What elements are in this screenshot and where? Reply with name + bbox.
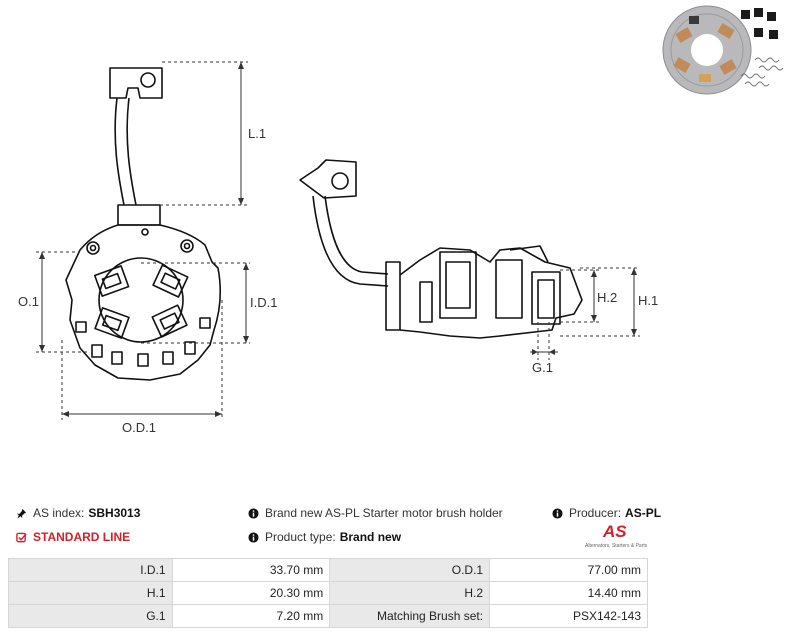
spec-label: Matching Brush set: xyxy=(329,604,491,628)
spec-value: 7.20 mm xyxy=(171,604,331,628)
spec-label: H.2 xyxy=(329,581,491,605)
standard-line-label: STANDARD LINE xyxy=(33,530,131,544)
spec-value: 33.70 mm xyxy=(171,558,331,582)
spec-value: 20.30 mm xyxy=(171,581,331,605)
producer-value: AS-PL xyxy=(625,506,662,520)
product-type-value: Brand new xyxy=(339,530,402,544)
technical-drawing: L.1 O.1 I.D.1 O.D.1 H.2 H.1 G.1 xyxy=(18,61,658,435)
info-icon xyxy=(552,507,563,519)
producer: Producer: AS-PL xyxy=(552,506,661,520)
as-index-value: SBH3013 xyxy=(88,506,141,520)
spec-value: 77.00 mm xyxy=(489,558,648,582)
dim-label-id1: I.D.1 xyxy=(250,295,277,310)
dim-label-od1: O.D.1 xyxy=(122,420,156,435)
dim-label-h2: H.2 xyxy=(597,290,617,305)
standard-line: STANDARD LINE xyxy=(16,530,130,544)
producer-label: Producer: xyxy=(569,506,622,520)
dim-label-g1: G.1 xyxy=(532,360,553,375)
logo-mark: AS xyxy=(603,522,627,541)
spec-label: I.D.1 xyxy=(8,558,173,582)
product-type: Product type: Brand new xyxy=(248,530,401,544)
description-text: Brand new AS-PL Starter motor brush hold… xyxy=(265,506,503,520)
spec-value: PSX142-143 xyxy=(489,604,648,628)
info-icon xyxy=(248,507,259,519)
dim-label-o1: O.1 xyxy=(18,294,39,309)
spec-label: H.1 xyxy=(8,581,173,605)
as-index: AS index: SBH3013 xyxy=(16,506,140,520)
product-photo xyxy=(662,5,784,95)
as-index-label: AS index: xyxy=(33,506,85,520)
table-row: H.1 20.30 mm H.2 14.40 mm xyxy=(8,581,648,605)
as-logo: AS Alternators, Starters & Parts xyxy=(585,522,653,552)
product-type-label: Product type: xyxy=(265,530,336,544)
spec-label: O.D.1 xyxy=(329,558,491,582)
spec-value: 14.40 mm xyxy=(489,581,648,605)
check-badge-icon xyxy=(16,532,27,542)
logo-tagline: Alternators, Starters & Parts xyxy=(585,543,648,549)
dim-label-h1: H.1 xyxy=(638,293,658,308)
spec-label: G.1 xyxy=(8,604,173,628)
table-row: I.D.1 33.70 mm O.D.1 77.00 mm xyxy=(8,558,648,582)
table-row: G.1 7.20 mm Matching Brush set: PSX142-1… xyxy=(8,604,648,628)
info-icon xyxy=(248,531,259,543)
spec-table: I.D.1 33.70 mm O.D.1 77.00 mm H.1 20.30 … xyxy=(8,558,648,628)
description: Brand new AS-PL Starter motor brush hold… xyxy=(248,506,503,520)
dim-label-l1: L.1 xyxy=(248,126,266,141)
pin-icon xyxy=(16,508,27,519)
